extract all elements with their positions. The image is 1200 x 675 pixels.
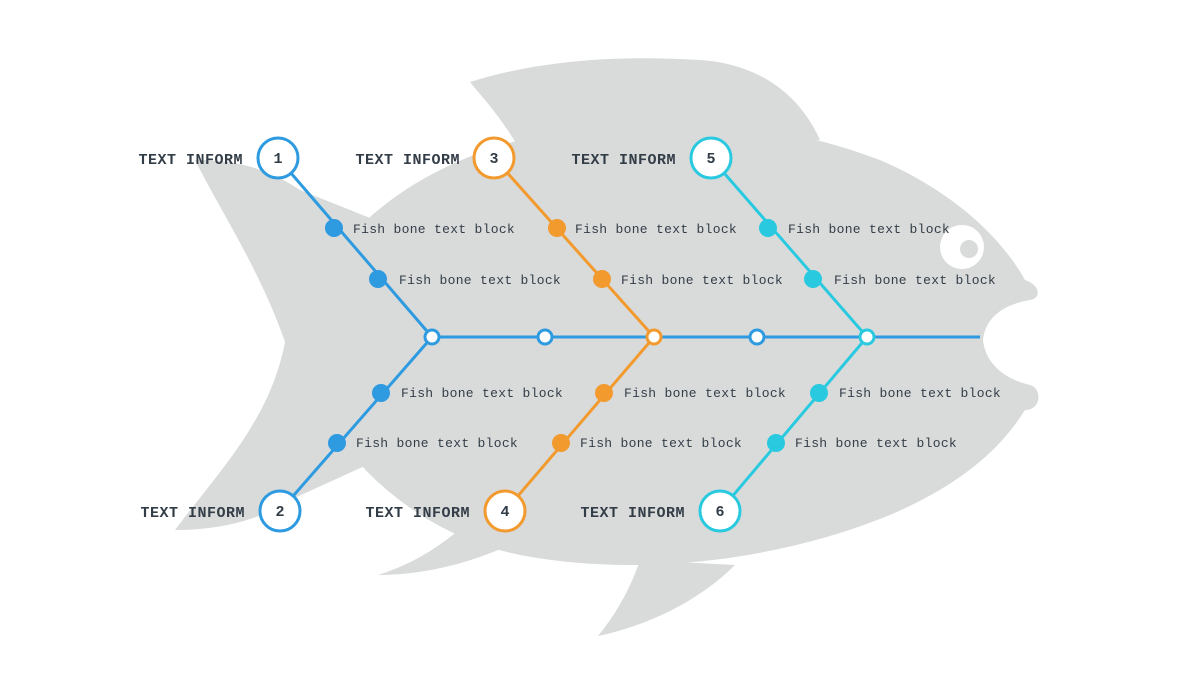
bone-dot: [372, 384, 390, 402]
bone-text: Fish bone text block: [580, 436, 742, 451]
branch-number: 6: [715, 504, 724, 521]
bone-6: [718, 336, 869, 512]
bone-text: Fish bone text block: [834, 273, 996, 288]
branch-number-circle: [698, 489, 742, 533]
bone-text: Fish bone text block: [795, 436, 957, 451]
spine-node: [645, 328, 663, 346]
bone-text: Fish bone text block: [575, 222, 737, 237]
bone-text: Fish bone text block: [356, 436, 518, 451]
bone-dot: [810, 384, 828, 402]
bone-text: Fish bone text block: [621, 273, 783, 288]
bone-text: Fish bone text block: [624, 386, 786, 401]
bone-4: [503, 336, 656, 512]
branch-2: Fish bone text block Fish bone text bloc…: [140, 384, 563, 533]
bone-dot: [595, 384, 613, 402]
branch-label: TEXT INFORM: [580, 505, 685, 522]
bone-5: [709, 157, 869, 338]
fish-pupil: [960, 240, 978, 258]
branch-4: Fish bone text block Fish bone text bloc…: [365, 384, 786, 533]
spine-node: [858, 328, 876, 346]
bone-text: Fish bone text block: [788, 222, 950, 237]
bone-1: [276, 157, 434, 338]
branch-number: 4: [500, 504, 509, 521]
bone-dot: [548, 219, 566, 237]
spine-node: [536, 328, 554, 346]
bone-3: [492, 157, 656, 338]
branch-number: 2: [275, 504, 284, 521]
bone-dot: [593, 270, 611, 288]
bone-2: [278, 336, 434, 512]
branch-1: 1 TEXT INFORM Fish bone text block Fish …: [138, 136, 561, 288]
fish-silhouette: [175, 58, 1039, 636]
branch-number-circle: [256, 136, 300, 180]
branch-5: 5 TEXT INFORM Fish bone text block Fish …: [571, 136, 996, 288]
bone-dot: [325, 219, 343, 237]
spine-node: [423, 328, 441, 346]
branch-label: TEXT INFORM: [571, 152, 676, 169]
branch-number: 3: [489, 151, 498, 168]
bone-text: Fish bone text block: [399, 273, 561, 288]
bone-text: Fish bone text block: [839, 386, 1001, 401]
bone-dot: [328, 434, 346, 452]
fish-bottom-fin: [598, 560, 735, 636]
bone-text: Fish bone text block: [401, 386, 563, 401]
branch-label: TEXT INFORM: [355, 152, 460, 169]
bone-dot: [804, 270, 822, 288]
branch-number-circle: [483, 489, 527, 533]
branch-6: Fish bone text block Fish bone text bloc…: [580, 384, 1001, 533]
bone-dot: [767, 434, 785, 452]
fish-body: [290, 121, 1039, 566]
bone-dot: [369, 270, 387, 288]
spine-node: [748, 328, 766, 346]
spine-nodes: [423, 328, 876, 346]
branch-label: TEXT INFORM: [138, 152, 243, 169]
branch-number: 5: [706, 151, 715, 168]
bone-dot: [552, 434, 570, 452]
branch-number-circle: [689, 136, 733, 180]
branch-number-circle: [258, 489, 302, 533]
branch-label: TEXT INFORM: [140, 505, 245, 522]
branch-3: 3 TEXT INFORM Fish bone text block Fish …: [355, 136, 783, 288]
branch-label: TEXT INFORM: [365, 505, 470, 522]
branch-number: 1: [273, 151, 282, 168]
bone-text: Fish bone text block: [353, 222, 515, 237]
bone-dot: [759, 219, 777, 237]
bones: [276, 157, 869, 512]
branch-number-circle: [472, 136, 516, 180]
